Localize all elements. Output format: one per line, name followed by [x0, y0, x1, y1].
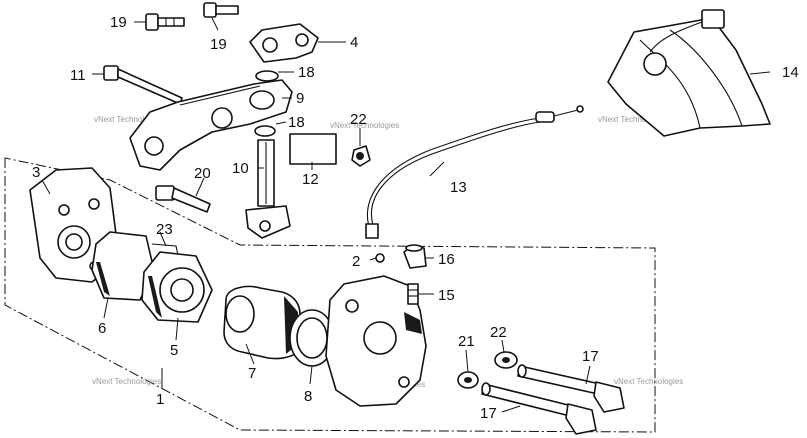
- piston-7: [223, 285, 301, 360]
- watermark-text: vNext Technologies: [598, 115, 667, 124]
- callout-22b: 22: [490, 324, 507, 341]
- arm-bracket-9: [129, 79, 293, 171]
- callout-11: 11: [70, 67, 86, 84]
- bolt-11: [103, 65, 183, 105]
- callout-1: 1: [156, 391, 164, 408]
- bleeder-2: [375, 253, 385, 263]
- pad-5: [141, 251, 213, 323]
- pad-6: [91, 231, 155, 301]
- cable-13: [365, 105, 584, 239]
- callout-17a: 17: [582, 348, 599, 365]
- callout-labels: 19 19 4 11 18 9 18 10 12 22 13 14 20 3 2…: [32, 14, 799, 422]
- callout-20: 20: [194, 165, 211, 182]
- callout-13: 13: [450, 179, 467, 196]
- dust-cover-14: [607, 9, 771, 137]
- pin-10: [245, 139, 291, 239]
- callout-6: 6: [98, 320, 106, 337]
- callout-18b: 18: [288, 114, 305, 131]
- oring-18-mid: [254, 125, 276, 137]
- watermark-text: vNext Technologies: [330, 121, 399, 130]
- caliper-body: [325, 275, 427, 407]
- callout-22a: 21: [458, 333, 475, 350]
- leader-lines: [41, 17, 771, 413]
- callout-3: 3: [32, 164, 40, 181]
- watermark-text: vNext Technologies: [92, 377, 161, 386]
- spring-12: [289, 133, 337, 165]
- callout-10: 10: [232, 160, 249, 177]
- watermark-text: vNext Technologies: [614, 377, 683, 386]
- callout-14: 14: [782, 64, 799, 81]
- callout-4: 4: [350, 34, 358, 51]
- bolt-19-right: [203, 2, 239, 18]
- bolt-17-top: [517, 364, 625, 413]
- callout-15: 15: [438, 287, 455, 304]
- callout-12: 12: [302, 171, 319, 188]
- callout-18a: 18: [298, 64, 315, 81]
- cap-16: [403, 244, 427, 269]
- callout-2: 2: [352, 253, 360, 270]
- callout-8: 8: [304, 388, 312, 405]
- callout-16: 16: [438, 251, 455, 268]
- callout-17b: 17: [480, 405, 497, 422]
- washer-22-right: [494, 351, 518, 369]
- bracket-4: [249, 23, 319, 63]
- bolt-17-bottom: [481, 382, 597, 435]
- screw-15: [407, 283, 419, 305]
- bolt-20: [155, 185, 211, 213]
- callout-19b: 19: [210, 36, 227, 53]
- oring-18-top: [255, 70, 279, 82]
- assembly-boundary: [4, 157, 656, 433]
- watermark-text: vNext Technologies: [94, 115, 163, 124]
- callout-5: 5: [170, 342, 178, 359]
- callout-23: 23: [156, 221, 173, 238]
- callout-9: 9: [296, 90, 304, 107]
- bolt-19-left: [145, 13, 185, 31]
- washer-22-left: [457, 371, 479, 389]
- callout-21: 22: [350, 111, 367, 128]
- seal-ring-8: [289, 309, 335, 367]
- bleeder-cap-21: [351, 145, 371, 167]
- callout-19a: 19: [110, 14, 127, 31]
- callout-7: 7: [248, 365, 256, 382]
